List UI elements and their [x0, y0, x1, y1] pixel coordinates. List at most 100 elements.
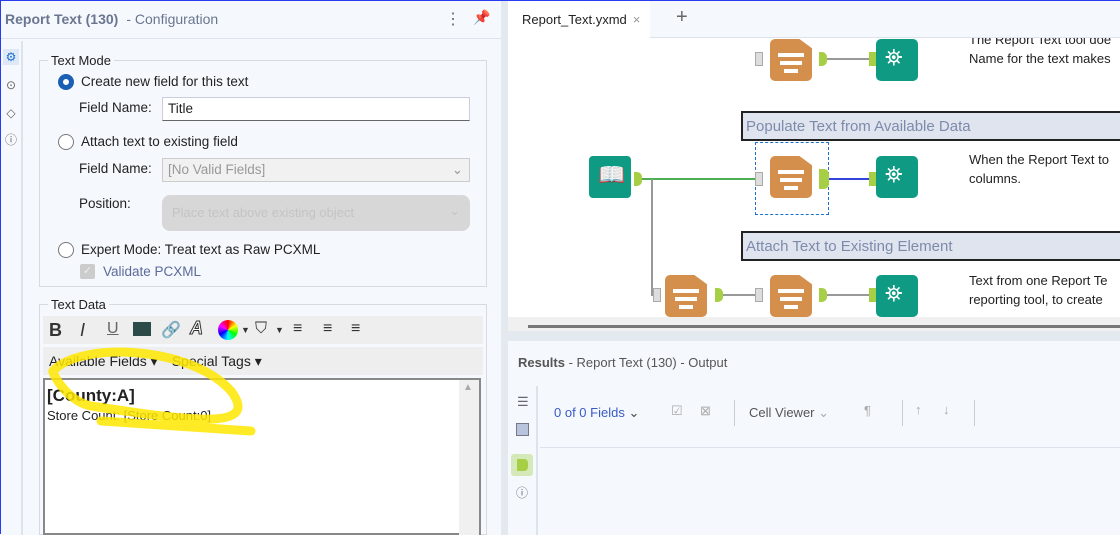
tab-report-text[interactable]: Report_Text.yxmd ×: [508, 1, 651, 38]
report-text-tool-selected[interactable]: [770, 156, 812, 198]
input-anchor: [755, 52, 763, 66]
gear-icon[interactable]: ⚙: [3, 49, 19, 65]
position-select[interactable]: Place text above existing object ⌄: [162, 195, 470, 231]
attach-field-name-label: Field Name:: [79, 161, 152, 176]
caret-down-icon[interactable]: ▼: [241, 325, 250, 335]
config-rail: ⚙ ⊙ ◇ ⓘ: [1, 41, 23, 535]
fill-icon[interactable]: ⛉: [255, 320, 268, 337]
position-value: Place text above existing object: [172, 205, 355, 220]
canvas-scrollbar[interactable]: [508, 317, 1120, 331]
text-data-legend: Text Data: [48, 297, 109, 312]
uncheck-all-icon[interactable]: ⊠: [700, 403, 711, 418]
output-anchor: [715, 288, 723, 302]
text-editor[interactable]: [County:A] Store Count: [Store Count:0] …: [43, 378, 481, 535]
input-anchor: [869, 172, 877, 186]
results-panel: Results - Report Text (130) - Output ☰ ⓘ…: [508, 341, 1120, 535]
arrow-up-icon[interactable]: ↑: [915, 402, 922, 417]
results-title: Results: [518, 355, 565, 370]
align-center-icon[interactable]: ≡: [323, 320, 333, 337]
underline-button[interactable]: U: [107, 320, 119, 337]
expert-mode-radio[interactable]: [58, 242, 74, 258]
results-header: Results - Report Text (130) - Output: [518, 355, 727, 370]
connection: [642, 178, 756, 180]
help-icon[interactable]: ⓘ: [516, 486, 529, 500]
editor-scrollbar[interactable]: ▲: [459, 380, 479, 535]
align-right-icon[interactable]: ≡: [351, 320, 361, 337]
report-text-tool[interactable]: [665, 275, 707, 317]
attach-field-value: [No Valid Fields]: [168, 162, 266, 177]
input-anchor: [869, 52, 877, 66]
panel-divider[interactable]: [501, 1, 508, 535]
results-subtitle: - Report Text (130) - Output: [568, 355, 728, 370]
list-icon[interactable]: ☰: [517, 394, 529, 409]
output-anchor: [634, 172, 642, 186]
config-header: Report Text (130) - Configuration ⋮ 📌: [1, 1, 501, 39]
connection: [827, 294, 869, 296]
input-data-tool[interactable]: 📖: [589, 156, 631, 198]
arrow-down-icon[interactable]: ↓: [943, 402, 950, 417]
field-name-input[interactable]: Title: [162, 97, 470, 121]
output-anchor-icon[interactable]: [511, 454, 533, 476]
container-header-populate[interactable]: Populate Text from Available Data: [741, 111, 1120, 141]
input-anchor-icon[interactable]: [516, 423, 529, 436]
divider: [902, 400, 903, 426]
attach-field-label: Attach text to existing field: [81, 134, 238, 149]
results-toolbar: 0 of 0 Fields ⌄ ☑ ⊠ Cell Viewer ⌄ ¶ ↑ ↓: [540, 396, 1120, 448]
pin-icon[interactable]: 📌: [473, 9, 491, 25]
format-toolbar: B I U 🔗 A ▼ ⛉ ▼ ≡ ≡ ≡: [43, 316, 483, 344]
results-rail: ☰ ⓘ: [508, 386, 538, 535]
report-text-tool[interactable]: [770, 275, 812, 317]
add-tab-button[interactable]: +: [676, 6, 688, 28]
close-icon[interactable]: ×: [632, 12, 641, 27]
cell-viewer-label: Cell Viewer: [749, 405, 815, 420]
splitter[interactable]: [508, 331, 1120, 341]
check-all-icon[interactable]: ☑: [671, 403, 683, 418]
connection-icon[interactable]: ⊙: [5, 78, 17, 92]
create-field-label: Create new field for this text: [81, 74, 249, 89]
color-picker-icon[interactable]: [218, 320, 238, 340]
comment-line: reporting tool, to create: [969, 292, 1103, 307]
input-anchor: [755, 288, 763, 302]
italic-button[interactable]: I: [80, 320, 86, 340]
config-title: Report Text (130): [5, 11, 119, 27]
help-icon[interactable]: ⓘ: [4, 133, 17, 147]
container-header-attach[interactable]: Attach Text to Existing Element: [741, 231, 1120, 261]
create-field-radio[interactable]: [58, 74, 74, 90]
font-icon[interactable]: A: [190, 318, 204, 339]
config-subtitle: - Configuration: [126, 11, 219, 27]
caret-down-icon[interactable]: ▼: [275, 325, 284, 335]
image-icon[interactable]: [133, 322, 151, 336]
scroll-up-icon[interactable]: ▲: [463, 382, 473, 393]
attach-field-radio[interactable]: [58, 134, 74, 150]
connection: [829, 178, 869, 180]
tag-icon[interactable]: ◇: [6, 106, 16, 120]
field-name-label: Field Name:: [79, 100, 152, 115]
link-icon[interactable]: 🔗: [161, 322, 181, 339]
input-anchor: [653, 288, 661, 302]
validate-checkbox[interactable]: ✓: [80, 264, 95, 279]
yellow-highlight-annotation: [48, 347, 256, 436]
fields-label: 0 of 0 Fields: [554, 405, 625, 420]
connection: [827, 58, 869, 60]
browse-tool[interactable]: ⛯: [876, 39, 918, 81]
scroll-thumb[interactable]: [528, 325, 1120, 328]
attach-field-select[interactable]: [No Valid Fields] ⌄: [162, 158, 470, 182]
pilcrow-icon[interactable]: ¶: [864, 403, 871, 418]
chevron-down-icon: ⌄: [451, 162, 463, 177]
report-text-tool[interactable]: [770, 39, 812, 81]
align-left-icon[interactable]: ≡: [293, 320, 303, 337]
chevron-down-icon: ⌄: [449, 203, 460, 218]
browse-tool[interactable]: ⛯: [876, 156, 918, 198]
cell-viewer-dropdown[interactable]: Cell Viewer ⌄: [749, 405, 830, 420]
binoculars-icon: ⛯: [885, 162, 903, 187]
kebab-icon[interactable]: ⋮: [445, 11, 461, 28]
fields-dropdown[interactable]: 0 of 0 Fields ⌄: [554, 405, 640, 420]
browse-tool[interactable]: ⛯: [876, 275, 918, 317]
comment-line: Text from one Report Te: [969, 273, 1108, 288]
output-anchor: [819, 169, 829, 189]
comment-line: The Report Text tool doe: [969, 38, 1112, 47]
bold-button[interactable]: B: [49, 320, 62, 340]
